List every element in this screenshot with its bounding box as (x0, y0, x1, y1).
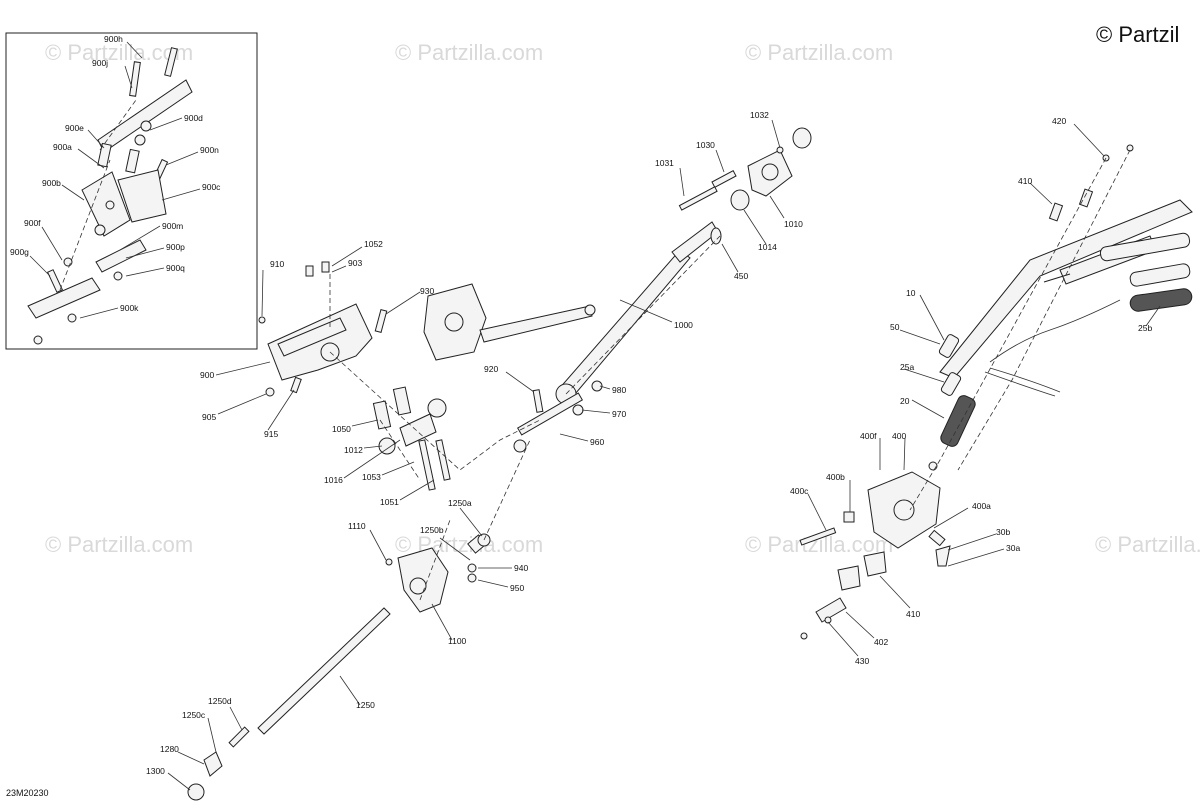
callout-1250c: 1250c (182, 710, 206, 720)
watermark-2: © Partzilla.com (395, 40, 543, 65)
callout-1030: 1030 (696, 140, 715, 150)
callout-20: 20 (900, 396, 910, 406)
callout-400f: 400f (860, 431, 877, 441)
callout-960: 960 (590, 437, 604, 447)
connection-lines (59, 99, 1131, 601)
callout-1000: 1000 (674, 320, 693, 330)
callout-labels: 900h 900j 900d 900e 900a 900n 900b 900c … (10, 34, 1152, 776)
throttle-housing (799, 461, 951, 640)
callout-900f: 900f (24, 218, 41, 228)
callout-900b: 900b (42, 178, 61, 188)
lower-steering-rod (187, 533, 491, 801)
watermark-3: © Partzilla.com (745, 40, 893, 65)
callout-1280: 1280 (160, 744, 179, 754)
callout-1250d: 1250d (208, 696, 232, 706)
callout-915: 915 (264, 429, 278, 439)
callout-1052: 1052 (364, 239, 383, 249)
steering-shaft (513, 221, 719, 453)
callout-930: 930 (420, 286, 434, 296)
callout-410-top: 410 (1018, 176, 1032, 186)
callout-25b: 25b (1138, 323, 1152, 333)
callout-905: 905 (202, 412, 216, 422)
callout-1012: 1012 (344, 445, 363, 455)
callout-400: 400 (892, 431, 906, 441)
callout-920: 920 (484, 364, 498, 374)
inset-frame (5, 32, 258, 350)
steering-housing (423, 283, 596, 361)
callout-420: 420 (1052, 116, 1066, 126)
callout-1100: 1100 (448, 636, 467, 646)
steering-column-bracket (258, 261, 451, 491)
leader-lines (29, 41, 1161, 791)
callout-1014: 1014 (758, 242, 777, 252)
callout-940: 940 (514, 563, 528, 573)
callout-1050: 1050 (332, 424, 351, 434)
callout-410-bottom: 410 (906, 609, 920, 619)
callout-900c: 900c (202, 182, 221, 192)
callout-1250a: 1250a (448, 498, 472, 508)
callout-1016: 1016 (324, 475, 343, 485)
callout-903: 903 (348, 258, 362, 268)
inset-bracket-assembly (27, 47, 193, 345)
callout-1250b: 1250b (420, 525, 444, 535)
watermark-4: © Partzilla.com (45, 532, 193, 557)
callout-30a: 30a (1006, 543, 1020, 553)
callout-25a: 25a (900, 362, 914, 372)
watermark-7: © Partzilla.com (1095, 532, 1200, 557)
callout-900g: 900g (10, 247, 29, 257)
callout-900p: 900p (166, 242, 185, 252)
callout-900k: 900k (120, 303, 139, 313)
callout-1010: 1010 (784, 219, 803, 229)
callout-900d: 900d (184, 113, 203, 123)
copyright-notice: © Partzil (1096, 22, 1180, 47)
callout-900: 900 (200, 370, 214, 380)
callout-10: 10 (906, 288, 916, 298)
callout-30b: 30b (996, 527, 1010, 537)
callout-1031: 1031 (655, 158, 674, 168)
callout-430: 430 (855, 656, 869, 666)
callout-400a: 400a (972, 501, 991, 511)
callout-1032: 1032 (750, 110, 769, 120)
callout-910: 910 (270, 259, 284, 269)
callout-900e: 900e (65, 123, 84, 133)
callout-980: 980 (612, 385, 626, 395)
callout-450: 450 (734, 271, 748, 281)
callout-400b: 400b (826, 472, 845, 482)
callout-900q: 900q (166, 263, 185, 273)
callout-1300: 1300 (146, 766, 165, 776)
callout-402: 402 (874, 637, 888, 647)
callout-1051: 1051 (380, 497, 399, 507)
callout-1250: 1250 (356, 700, 375, 710)
upper-clamp (678, 127, 812, 245)
callout-1053: 1053 (362, 472, 381, 482)
callout-900h: 900h (104, 34, 123, 44)
callout-900m: 900m (162, 221, 183, 231)
callout-50: 50 (890, 322, 900, 332)
callout-900a: 900a (53, 142, 72, 152)
callout-900j: 900j (92, 58, 108, 68)
callout-950: 950 (510, 583, 524, 593)
callout-1110: 1110 (348, 521, 366, 531)
callout-900n: 900n (200, 145, 219, 155)
drawing-number: 23M20230 (6, 788, 49, 798)
callout-970: 970 (612, 409, 626, 419)
handlebar-assembly (938, 144, 1193, 447)
callout-400c: 400c (790, 486, 809, 496)
watermarks: © Partzilla.com © Partzilla.com © Partzi… (45, 40, 1200, 557)
